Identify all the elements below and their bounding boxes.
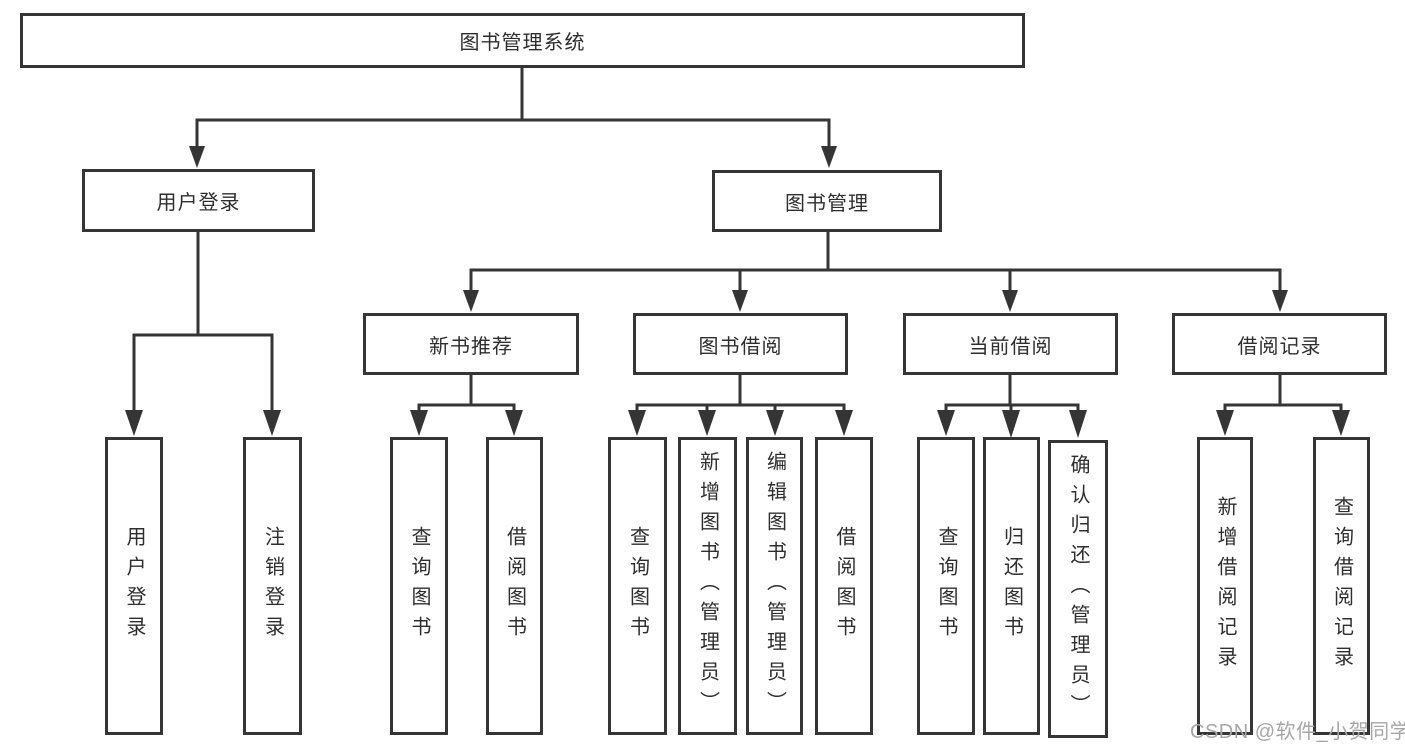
leaf-borrow-books: 借阅图书 (815, 437, 873, 735)
leaf-user-login-label: 用户登录 (123, 526, 145, 646)
leaf-add-borrow-record: 新增借阅记录 (1197, 437, 1253, 735)
edge-new-book-subtree (417, 375, 516, 412)
leaf-add-book-admin: 新增图书（管理员） (678, 437, 737, 735)
edge-borrow-record-subtree (1223, 375, 1343, 412)
leaf-borrow-books-recommend: 借阅图书 (486, 437, 543, 735)
edge-book-borrow-subtree (635, 375, 846, 412)
leaf-query-books-borrow: 查询图书 (608, 437, 667, 735)
node-current-borrow-label: 当前借阅 (968, 335, 1053, 358)
node-root-label: 图书管理系统 (459, 32, 586, 54)
leaf-user-login: 用户登录 (105, 437, 163, 735)
node-current-borrow: 当前借阅 (903, 313, 1118, 375)
leaf-return-book-label: 归还图书 (1000, 526, 1023, 646)
csdn-watermark: CSDN @软件_小贺同学 (1190, 721, 1405, 743)
node-root-system: 图书管理系统 (20, 13, 1025, 68)
leaf-query-books-current-label: 查询图书 (935, 526, 957, 646)
leaf-logout-login-label: 注销登录 (261, 526, 284, 646)
node-new-book-recommend-label: 新书推荐 (429, 335, 513, 358)
node-user-login-label: 用户登录 (156, 192, 241, 214)
node-book-borrow-label: 图书借阅 (698, 335, 783, 358)
edge-user-login-subtree (132, 232, 274, 412)
leaf-edit-book-admin: 编辑图书（管理员） (746, 437, 803, 735)
leaf-add-book-admin-label: 新增图书（管理员） (696, 451, 719, 721)
leaf-borrow-books-label: 借阅图书 (833, 526, 855, 646)
leaf-query-books-borrow-label: 查询图书 (626, 526, 649, 646)
leaf-logout-login: 注销登录 (243, 437, 302, 735)
leaf-return-book: 归还图书 (983, 437, 1040, 735)
leaf-query-books-recommend: 查询图书 (390, 437, 448, 735)
leaf-query-borrow-record-label: 查询借阅记录 (1330, 496, 1353, 676)
leaf-add-borrow-record-label: 新增借阅记录 (1214, 496, 1236, 676)
node-borrow-record: 借阅记录 (1172, 313, 1387, 375)
edge-root-to-level2 (195, 68, 831, 148)
leaf-borrow-books-recommend-label: 借阅图书 (503, 526, 526, 646)
node-book-management: 图书管理 (712, 170, 942, 232)
leaf-confirm-return-admin-label: 确认归还（管理员） (1067, 454, 1089, 724)
leaf-query-books-current: 查询图书 (917, 437, 975, 735)
leaf-confirm-return-admin: 确认归还（管理员） (1048, 440, 1108, 738)
leaf-edit-book-admin-label: 编辑图书（管理员） (763, 451, 786, 721)
leaf-query-books-recommend-label: 查询图书 (408, 526, 430, 646)
node-borrow-record-label: 借阅记录 (1237, 335, 1322, 358)
node-book-management-label: 图书管理 (785, 192, 869, 215)
node-new-book-recommend: 新书推荐 (363, 313, 579, 375)
leaf-query-borrow-record: 查询借阅记录 (1313, 437, 1370, 735)
edge-current-borrow-subtree (944, 375, 1080, 412)
edge-book-mgmt-to-level3 (469, 232, 1282, 292)
node-user-login: 用户登录 (82, 169, 315, 232)
node-book-borrow: 图书借阅 (633, 313, 848, 375)
